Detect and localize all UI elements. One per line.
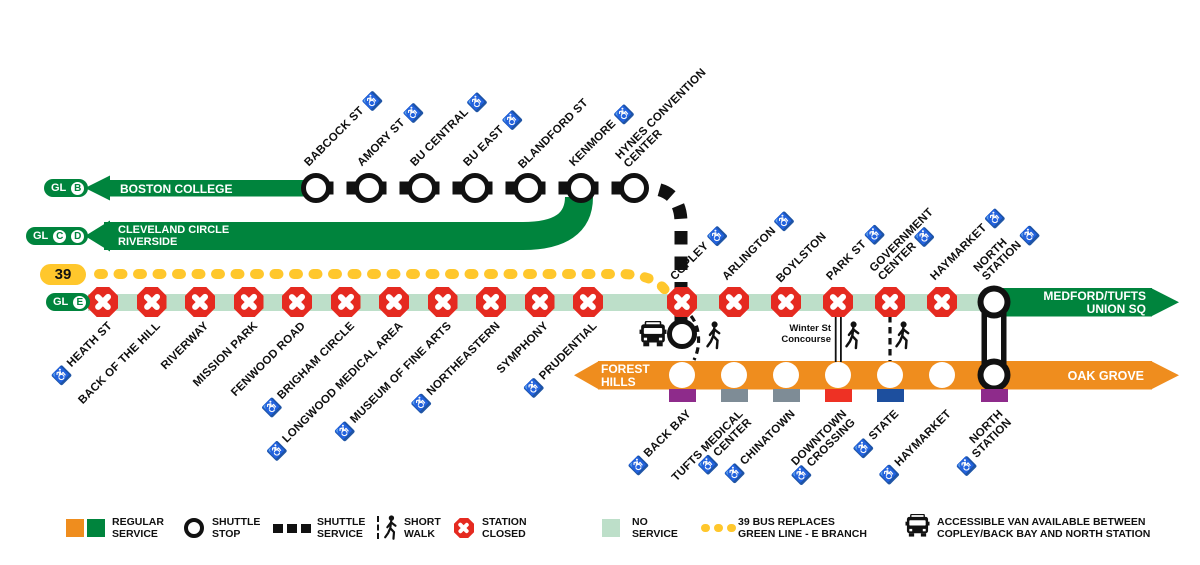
legend-shuttle-dash	[301, 523, 311, 533]
cd-branch-line	[104, 196, 593, 250]
bus-39-route	[94, 269, 674, 302]
legend-bus-dot	[701, 523, 710, 532]
closed-marker-park-st-green	[823, 287, 853, 317]
van-icon	[639, 321, 667, 347]
pill-text: GL	[33, 230, 49, 242]
legend-shuttle-dash	[273, 523, 283, 533]
closed-marker-government-center-green	[875, 287, 905, 317]
closed-marker-museum-of-fine-arts	[427, 287, 458, 317]
orange-station-dot-state	[877, 362, 903, 388]
closed-marker-boylston-green	[771, 287, 801, 317]
north-station-connector	[977, 285, 1011, 392]
closed-marker-prudential	[573, 287, 603, 317]
orange-station-dot-haymarket	[929, 362, 955, 388]
legend-bus-dot	[727, 523, 736, 532]
shuttle-stop-babcock-st	[300, 172, 331, 203]
legend-green-square	[87, 519, 105, 537]
closed-marker-mission-park	[233, 287, 264, 317]
oak-grove-arrow-label: OAK GROVE	[1067, 368, 1144, 383]
line-tick-back-bay	[668, 389, 696, 402]
winter-concourse-note: Winter St Concourse	[781, 323, 831, 345]
copley-backbay-walk-path	[689, 314, 701, 361]
legend-orange-square	[66, 519, 84, 537]
medford-arrow-tip	[1151, 288, 1179, 317]
walk-icon	[706, 321, 721, 350]
shuttle-stop-bu-central	[406, 172, 437, 203]
line-tick-downtown-crossing	[824, 389, 852, 402]
line-tick-chinatown	[772, 389, 800, 402]
branch-letter-d: D	[69, 227, 87, 245]
pill-text: GL	[53, 296, 69, 308]
pill-text: GL	[51, 182, 67, 194]
closed-marker-arlington-green	[719, 287, 749, 317]
closed-marker-northeastern	[476, 287, 506, 317]
boston-college-arrow-label: BOSTON COLLEGE	[120, 181, 233, 196]
branch-letter-b: B	[69, 179, 87, 197]
shuttle-stop-copley-shuttle	[666, 318, 697, 349]
b-arrow-tip	[85, 175, 110, 201]
shuttle-stop-hynes-convention-center	[618, 172, 649, 203]
legend-closed-icon	[454, 518, 474, 538]
branch-letter-e: E	[71, 293, 89, 311]
b-branch-line	[108, 180, 320, 197]
branch-letter-c: C	[51, 227, 69, 245]
legend-walk-icon	[384, 515, 397, 540]
line-tick-tufts-medical-center	[720, 389, 748, 402]
legend-shuttle-dash	[287, 523, 297, 533]
closed-marker-haymarket-green	[927, 287, 957, 317]
walk-icon	[845, 321, 860, 350]
oak-grove-arrow-tip	[1151, 361, 1179, 390]
line-tick-state	[876, 389, 904, 402]
orange-station-dot-downtown-crossing	[825, 362, 851, 388]
orange-station-dot-chinatown	[773, 362, 799, 388]
forest-hills-arrow-label: FOREST HILLS	[601, 361, 650, 389]
cd-arrow-tip	[85, 220, 110, 252]
orange-station-dot-tufts-medical-center	[721, 362, 747, 388]
line-tick-north-station	[980, 389, 1008, 402]
shuttle-stop-blandford-st	[512, 172, 543, 203]
shuttle-stop-kenmore	[565, 172, 596, 203]
cleveland-riverside-arrow-label: CLEVELAND CIRCLE RIVERSIDE	[118, 224, 230, 249]
closed-marker-back-of-the-hill	[136, 287, 167, 317]
shuttle-stop-bu-east	[459, 172, 490, 203]
orange-station-dot-back-bay	[669, 362, 695, 388]
closed-marker-brigham-circle	[330, 287, 361, 317]
closed-marker-longwood-medical-area	[379, 287, 409, 317]
walk-icon	[895, 321, 910, 350]
closed-marker-heath-st	[88, 287, 118, 317]
closed-marker-symphony	[524, 287, 555, 317]
forest-hills-arrow-tip	[574, 361, 599, 390]
medford-arrow-body	[994, 288, 1152, 317]
legend-short-walk-dash	[377, 516, 379, 539]
closed-marker-riverway	[185, 287, 215, 317]
orange-station-dots	[669, 362, 955, 388]
closed-marker-fenwood-road	[282, 287, 312, 317]
shuttle-stop-amory-st	[353, 172, 384, 203]
pill-bus-39: 39	[40, 263, 86, 285]
legend-van-icon	[905, 514, 930, 537]
legend-shuttle-stop-icon	[184, 518, 204, 538]
medford-tufts-arrow-label: MEDFORD/TUFTS UNION SQ	[1043, 288, 1146, 317]
closed-marker-copley-green	[667, 287, 697, 317]
legend-bus-dot	[714, 523, 723, 532]
legend-no-service-square	[602, 519, 620, 537]
